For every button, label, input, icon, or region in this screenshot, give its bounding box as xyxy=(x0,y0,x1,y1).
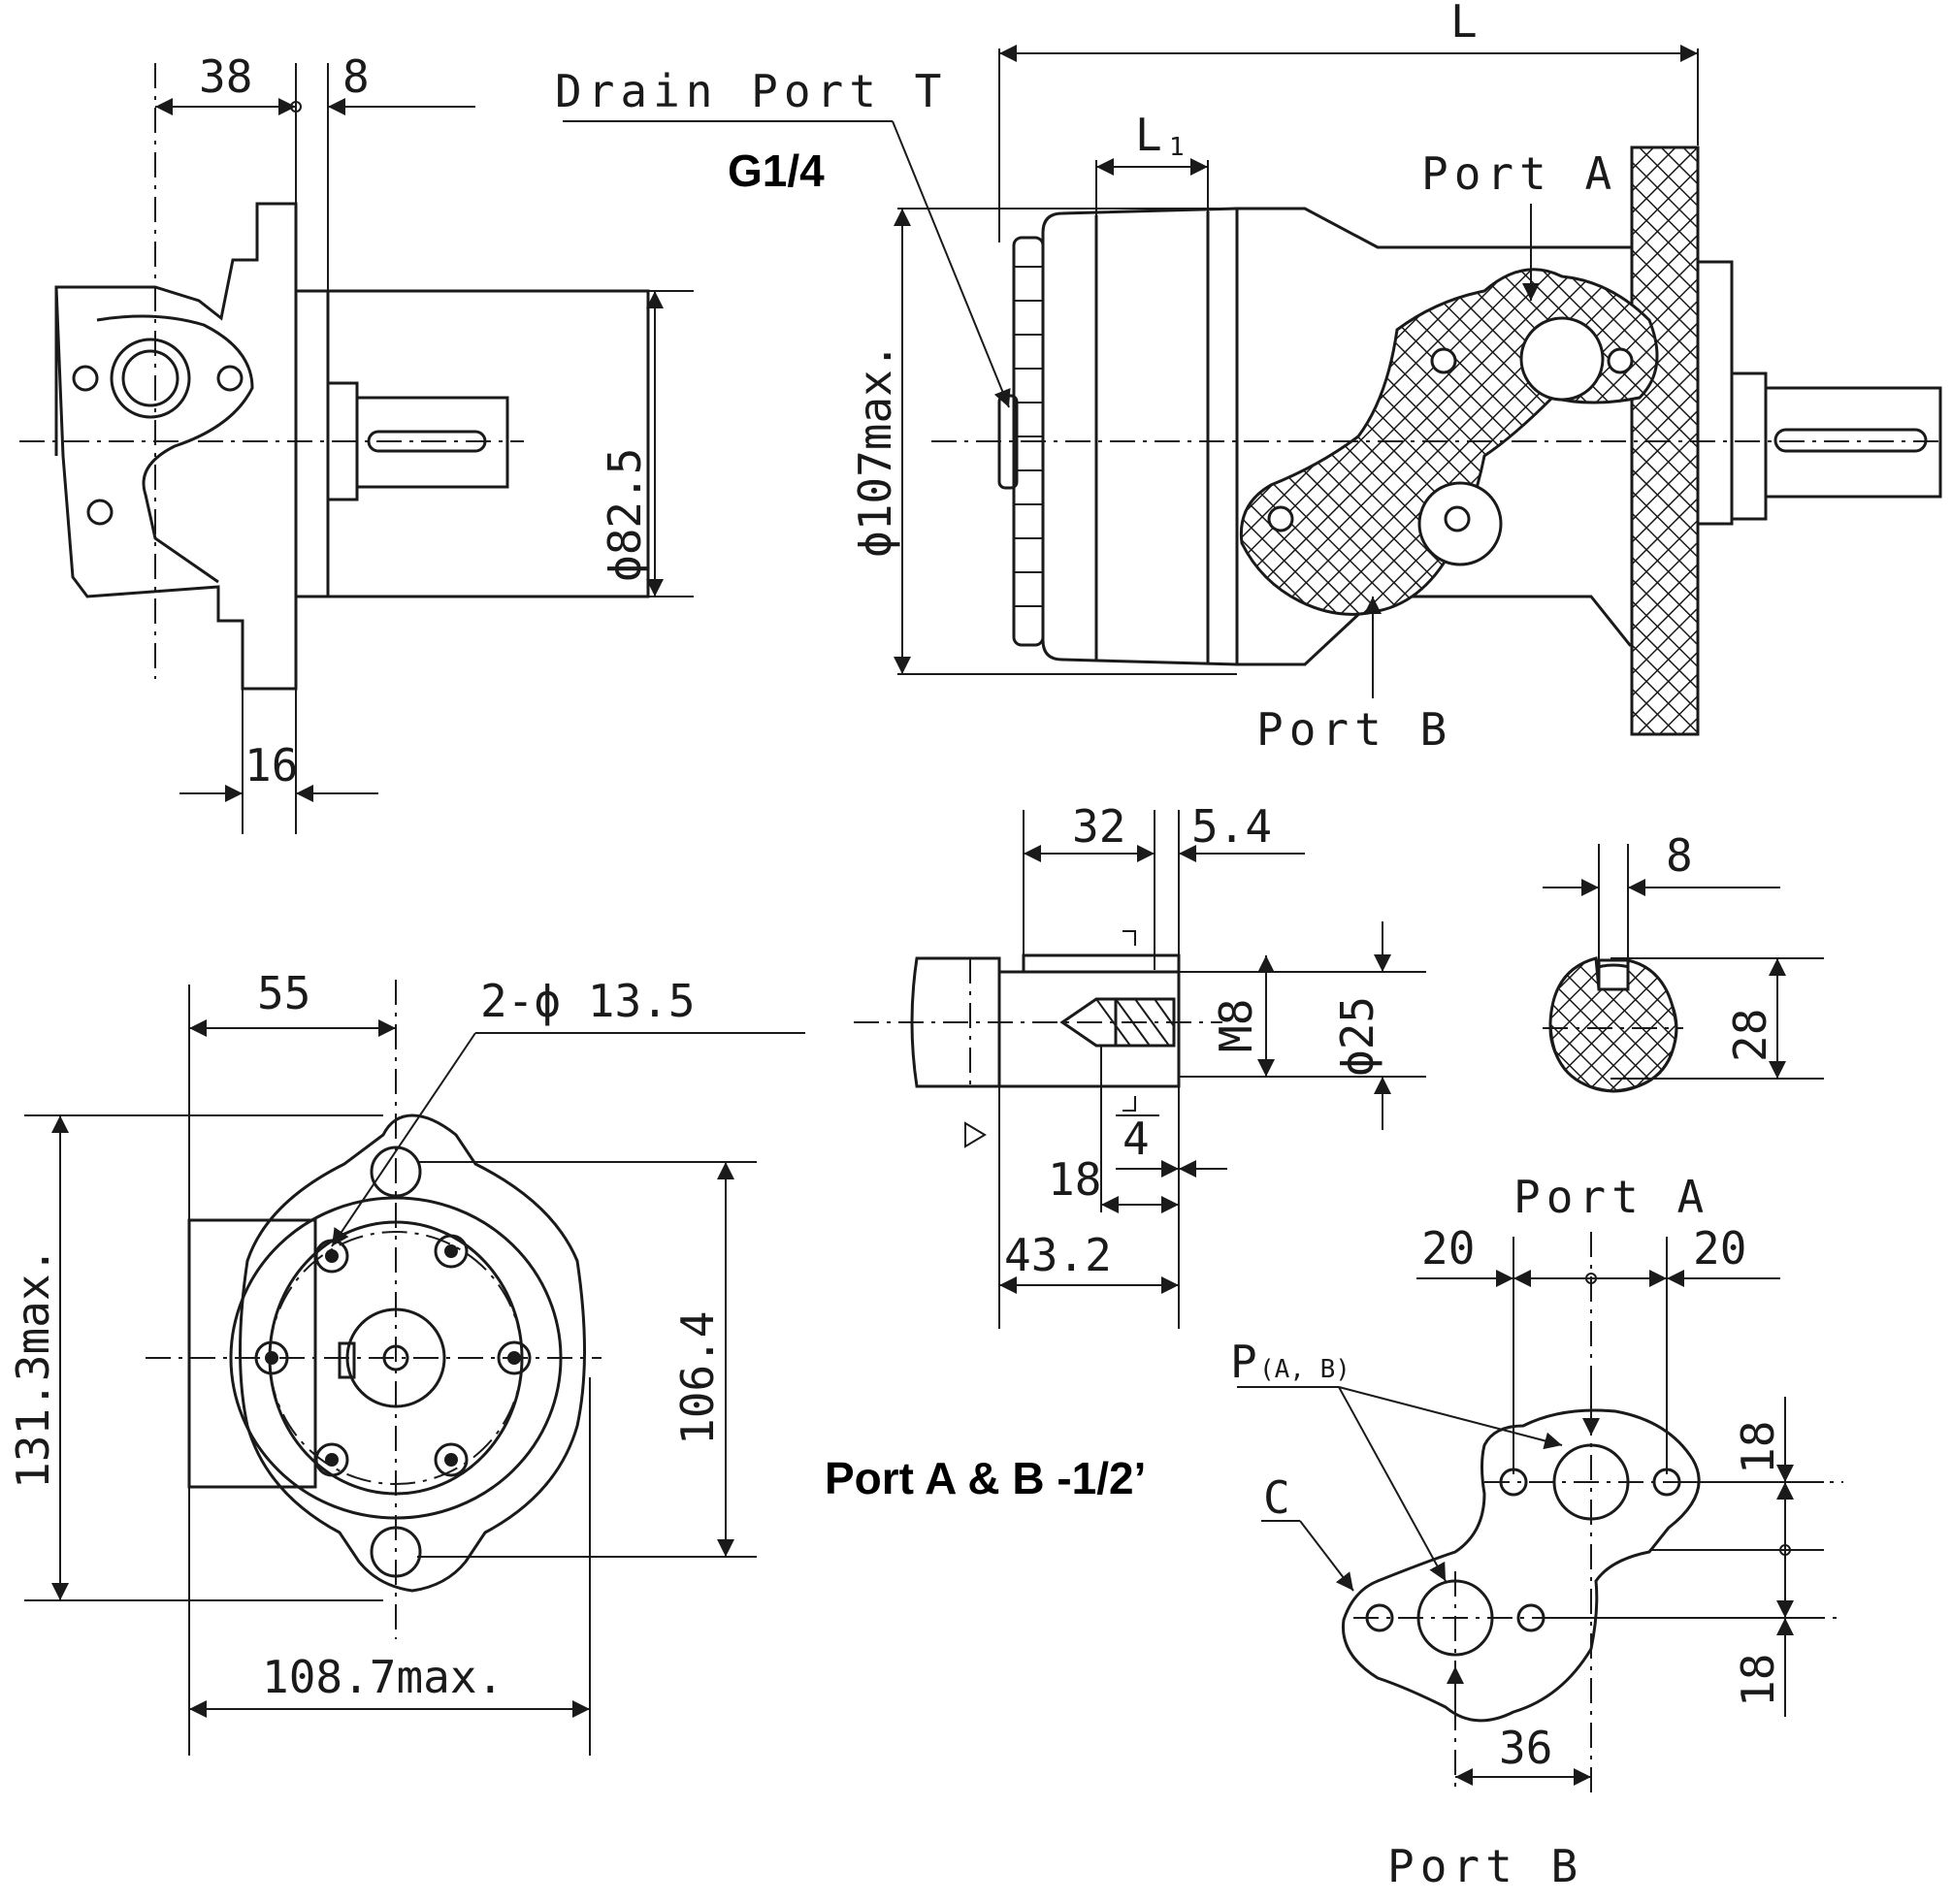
dim-108: 108.7max. xyxy=(262,1651,504,1703)
dim-20-left: 20 xyxy=(1421,1222,1475,1275)
shaft-detail: 32 5.4 M8 ϕ25 4 18 43.2 xyxy=(854,800,1426,1329)
port-detail-port-b: Port B xyxy=(1387,1840,1583,1892)
dim-28: 28 xyxy=(1724,1009,1776,1062)
drain-port-label: Drain Port T xyxy=(555,65,947,117)
dim-holes: 2-ϕ 13.5 xyxy=(480,975,696,1027)
ports-note: Port A & B -1/2’ xyxy=(825,1453,1146,1503)
dim-18: 18 xyxy=(1048,1153,1101,1206)
port-detail: Port A Port B 20 20 P (A, B) C 18 18 xyxy=(1230,1171,1843,1892)
dim-43-2: 43.2 xyxy=(1004,1229,1112,1281)
dim-18-bottom: 18 xyxy=(1732,1654,1784,1707)
key-dim-8: 8 xyxy=(1666,829,1693,882)
port-detail-port-a: Port A xyxy=(1513,1171,1709,1223)
side-view-right: L L 1 ϕ107max. Drain Port T G1/4 Port A … xyxy=(555,0,1942,756)
dim-106: 106.4 xyxy=(671,1311,724,1445)
dim-25: ϕ25 xyxy=(1331,996,1383,1077)
dim-55: 55 xyxy=(257,967,310,1019)
dim-m8: M8 xyxy=(1210,999,1262,1052)
dim-38: 38 xyxy=(199,50,252,103)
front-view: 55 2-ϕ 13.5 131.3max. 106.4 108.7max. xyxy=(7,967,805,1756)
dim-4: 4 xyxy=(1122,1113,1150,1165)
dim-5-4: 5.4 xyxy=(1191,800,1272,853)
dim-L1-sub: 1 xyxy=(1169,133,1185,162)
dim-L1: L xyxy=(1135,109,1162,161)
dim-107: ϕ107max. xyxy=(849,342,901,558)
port-b-label: Port B xyxy=(1256,703,1452,756)
dim-L: L xyxy=(1450,0,1478,48)
side-view-left: 38 8 ϕ82.5 16 xyxy=(19,50,694,834)
g14-label: G1/4 xyxy=(728,145,825,196)
p-ab-sub: (A, B) xyxy=(1259,1355,1350,1384)
p-ab-label: P xyxy=(1230,1336,1263,1388)
dim-32: 32 xyxy=(1072,800,1125,853)
dim-20-right: 20 xyxy=(1693,1222,1746,1275)
dim-16: 16 xyxy=(244,739,298,791)
dim-18-top: 18 xyxy=(1732,1421,1784,1474)
dim-82-5: ϕ82.5 xyxy=(599,448,651,582)
dim-36: 36 xyxy=(1499,1722,1552,1774)
port-a-label: Port A xyxy=(1421,147,1617,200)
dim-8: 8 xyxy=(342,50,370,103)
c-label: C xyxy=(1263,1471,1296,1524)
dim-131: 131.3max. xyxy=(7,1247,59,1489)
key-detail: 8 28 xyxy=(1543,829,1824,1093)
